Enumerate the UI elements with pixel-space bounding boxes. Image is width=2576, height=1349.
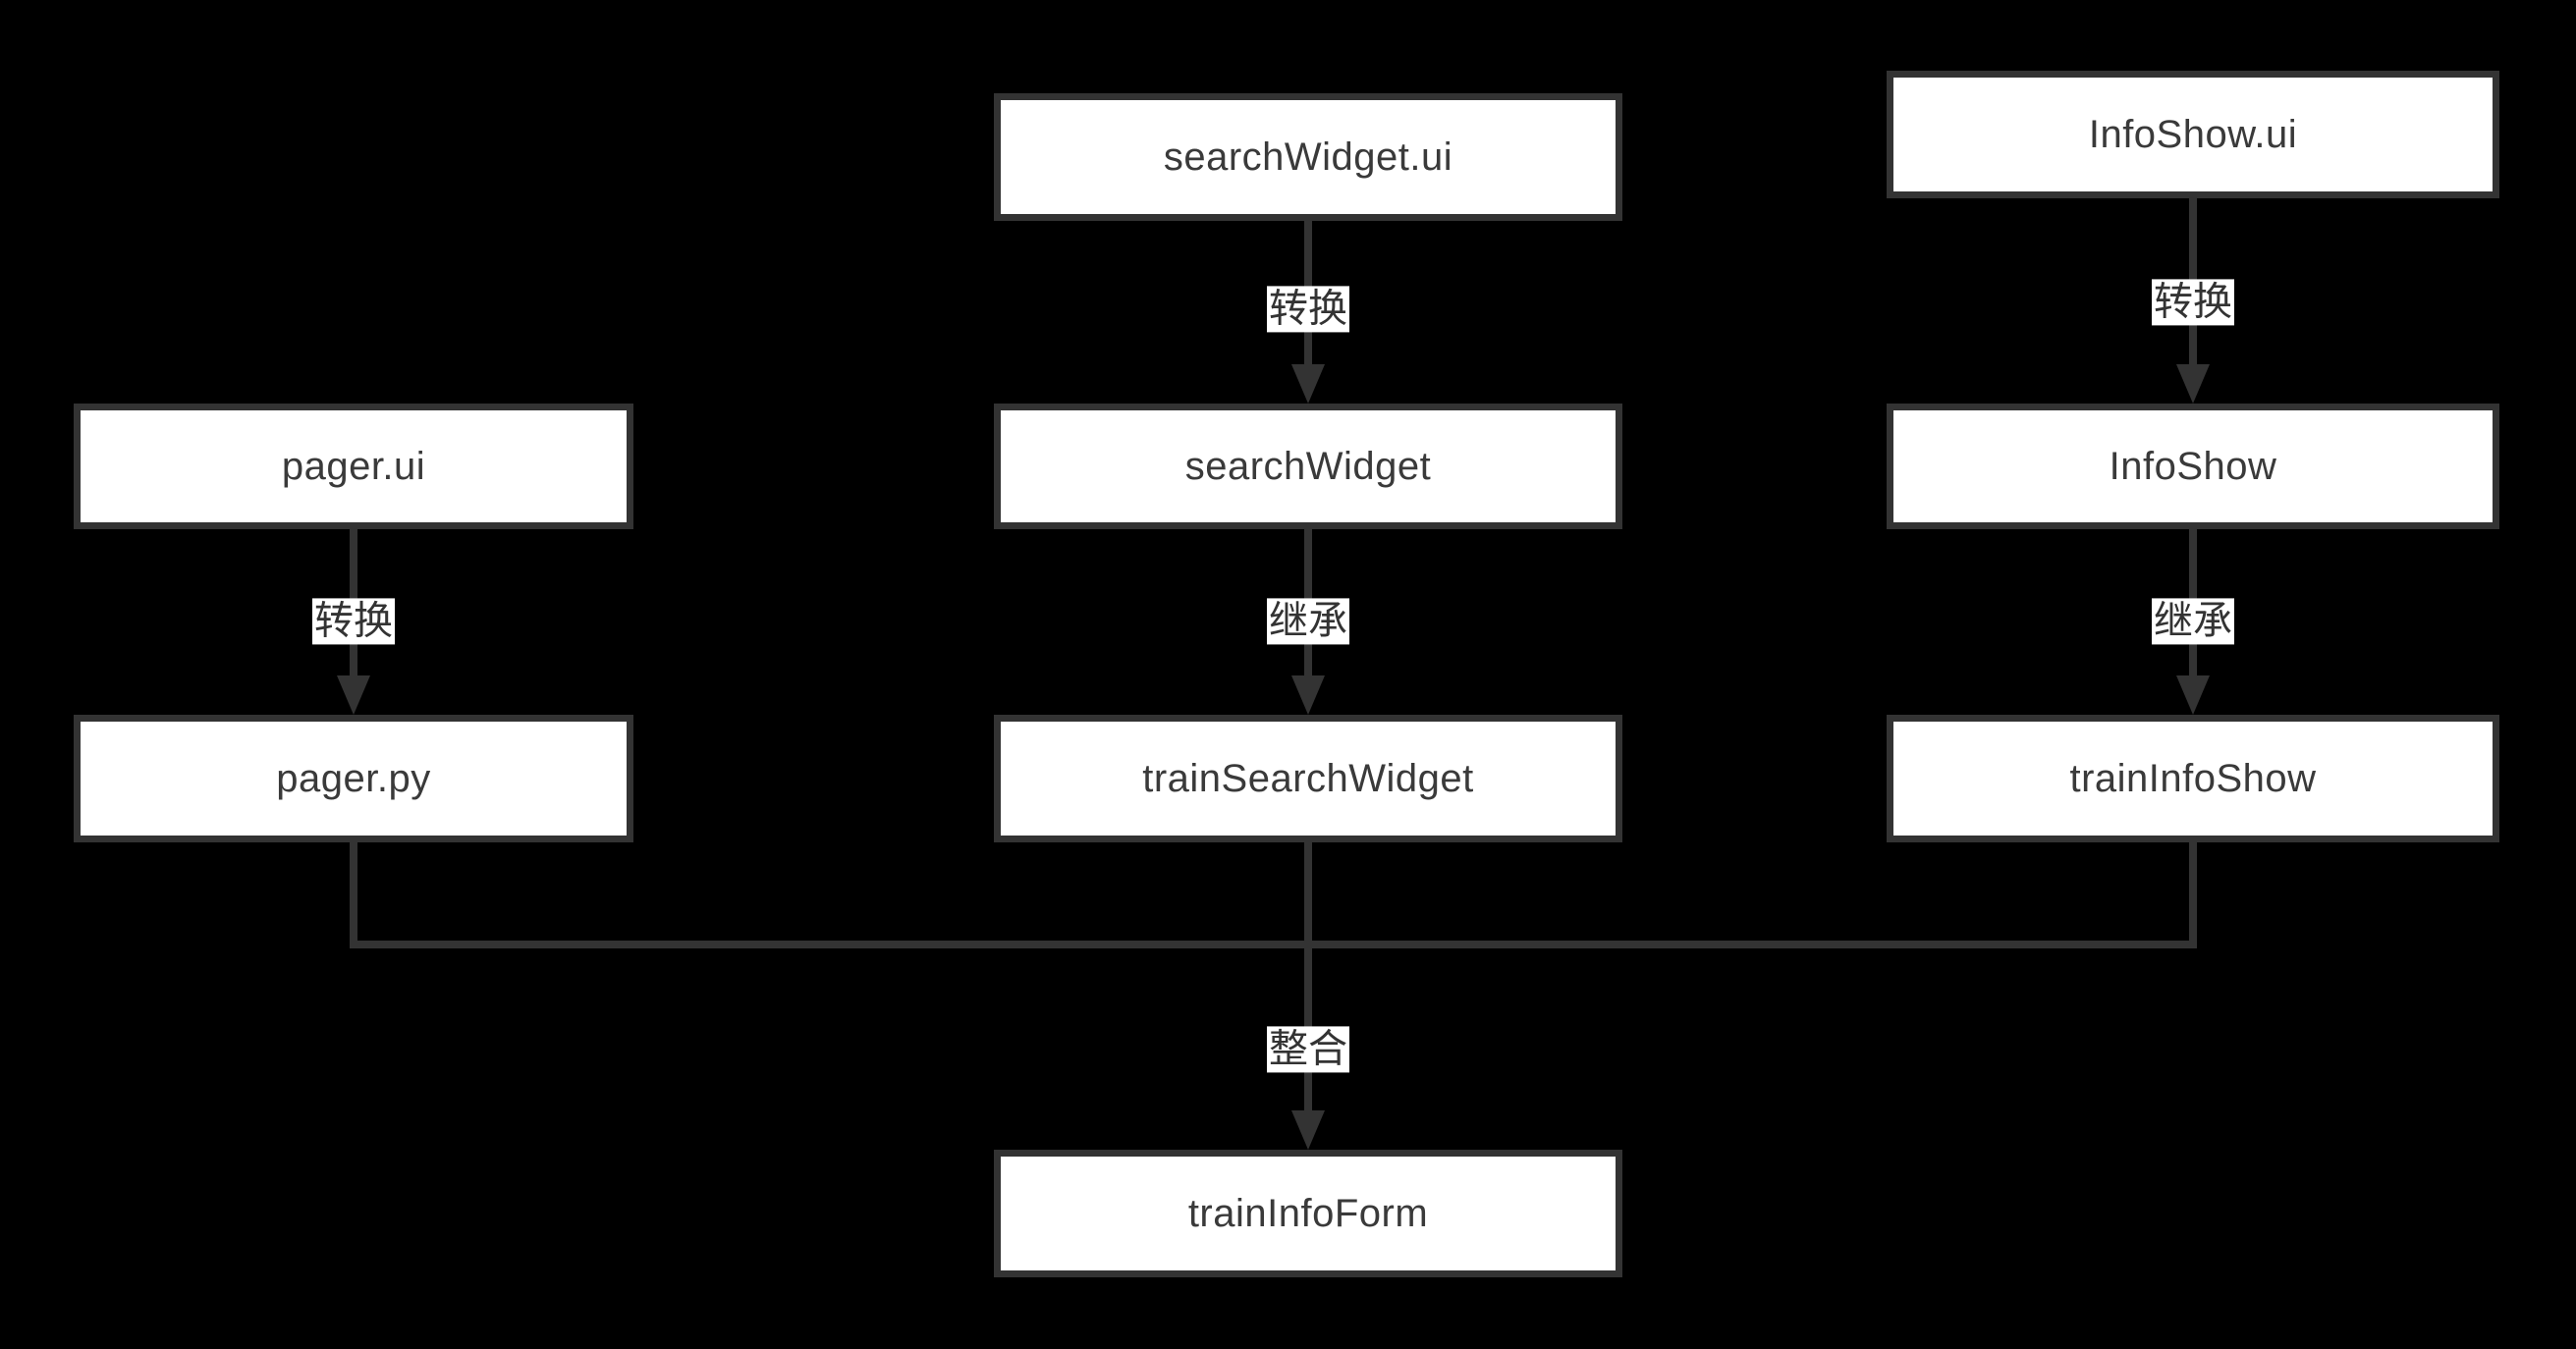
arrow-down-icon [2176, 364, 2210, 404]
arrow-down-icon [2176, 675, 2210, 715]
node-searchwidget-ui: searchWidget.ui [994, 93, 1622, 221]
arrow-down-icon [1291, 364, 1325, 404]
node-pager-py: pager.py [74, 715, 633, 842]
node-trainsearchwidget: trainSearchWidget [994, 715, 1622, 842]
edge-label: 整合 [1267, 1026, 1349, 1073]
node-infoshow: InfoShow [1887, 404, 2499, 529]
arrow-down-icon [1291, 1110, 1325, 1150]
edge-label: 转换 [312, 598, 395, 645]
node-pager-ui: pager.ui [74, 404, 633, 529]
edge-line [350, 941, 2197, 948]
node-label: pager.ui [281, 444, 426, 488]
node-infoshow-ui: InfoShow.ui [1887, 71, 2499, 198]
node-label: InfoShow [2109, 444, 2277, 488]
node-traininfoshow: trainInfoShow [1887, 715, 2499, 842]
node-searchwidget: searchWidget [994, 404, 1622, 529]
edge-line [350, 842, 357, 948]
node-label: searchWidget.ui [1163, 135, 1453, 179]
edge-line [1304, 842, 1312, 1114]
edge-line [2189, 842, 2197, 948]
arrow-down-icon [1291, 675, 1325, 715]
edge-label: 继承 [2152, 598, 2234, 645]
edge-label: 继承 [1267, 598, 1349, 645]
edge-label: 转换 [2152, 279, 2234, 326]
node-label: trainInfoShow [2069, 756, 2317, 800]
arrow-down-icon [337, 675, 370, 715]
edge-label: 转换 [1267, 286, 1349, 333]
node-label: searchWidget [1184, 444, 1432, 488]
node-traininfoform: trainInfoForm [994, 1150, 1622, 1277]
node-label: InfoShow.ui [2088, 112, 2298, 156]
node-label: trainInfoForm [1187, 1191, 1429, 1235]
node-label: pager.py [276, 756, 431, 800]
node-label: trainSearchWidget [1142, 756, 1474, 800]
